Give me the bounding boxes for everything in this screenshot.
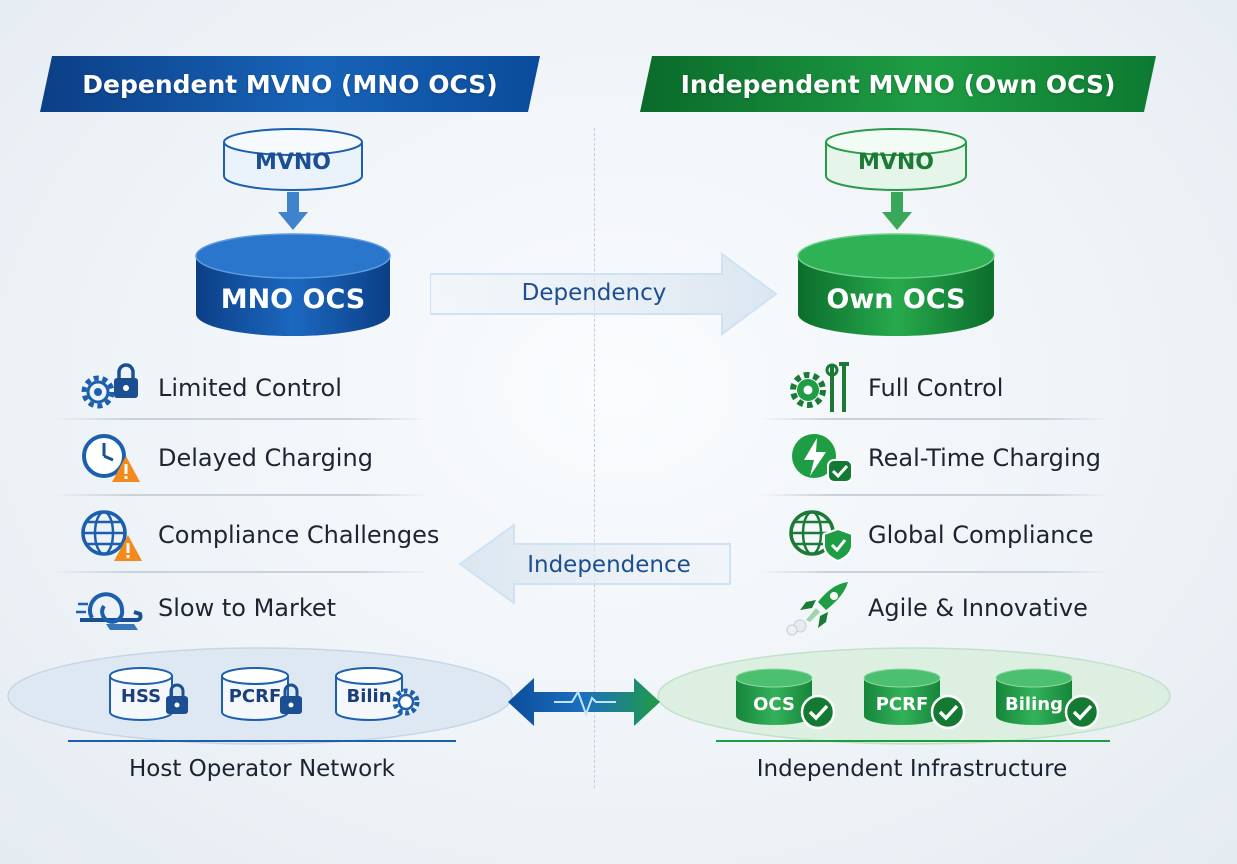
left-item-delayed-charging: Delayed Charging xyxy=(76,430,373,486)
ocs-node: OCS xyxy=(734,668,840,730)
left-item-compliance-challenges: Compliance Challenges xyxy=(76,507,439,563)
left-separator-1 xyxy=(52,418,430,420)
billing-right-node: Biling xyxy=(994,668,1104,730)
delayed-charging-label: Delayed Charging xyxy=(158,444,373,472)
full-control-label: Full Control xyxy=(868,374,1004,402)
own-ocs-cylinder xyxy=(797,233,995,336)
lightning-check-icon xyxy=(786,430,856,486)
own-ocs-node: Own OCS xyxy=(796,232,996,338)
pcrf-right-cylinder xyxy=(863,668,966,730)
dependency-label: Dependency xyxy=(521,280,667,306)
billing-left-label: Bilin xyxy=(346,686,392,707)
left-mvno-cylinder xyxy=(223,128,363,191)
mno-ocs-cylinder xyxy=(195,233,391,336)
real-time-charging-label: Real-Time Charging xyxy=(868,444,1102,472)
gear-tools-icon xyxy=(786,360,856,416)
compliance-challenges-label: Compliance Challenges xyxy=(158,521,440,549)
bidirectional-arrow xyxy=(508,678,660,726)
billing-right-cylinder xyxy=(995,668,1100,730)
right-separator-2 xyxy=(760,494,1110,496)
independence-arrow xyxy=(458,523,731,605)
right-item-global-compliance: Global Compliance xyxy=(786,507,1093,563)
gear-lock-icon xyxy=(76,360,146,416)
billing-right-label: Biling xyxy=(1005,694,1063,715)
center-divider xyxy=(594,128,595,788)
left-item-slow-to-market: Slow to Market xyxy=(76,580,336,636)
right-separator-1 xyxy=(760,418,1110,420)
pcrf-right-label: PCRF xyxy=(875,694,929,715)
hss-cylinder xyxy=(109,667,188,721)
snail-icon xyxy=(76,580,146,636)
right-item-real-time-charging: Real-Time Charging xyxy=(786,430,1101,486)
billing-left-cylinder xyxy=(335,667,420,721)
dependent-mvno-banner: Dependent MVNO (MNO OCS) xyxy=(40,56,540,112)
pcrf-left-node: PCRF xyxy=(220,666,306,724)
right-mvno-cylinder xyxy=(825,128,967,191)
limited-control-label: Limited Control xyxy=(158,374,342,402)
dependency-arrow xyxy=(430,252,778,336)
ocs-cylinder xyxy=(735,668,836,730)
left-mvno-node: MVNO xyxy=(222,126,364,192)
right-mvno-label: MVNO xyxy=(857,150,935,175)
rocket-icon xyxy=(786,580,856,636)
pcrf-right-node: PCRF xyxy=(862,668,968,730)
dependent-mvno-title: Dependent MVNO (MNO OCS) xyxy=(82,69,498,99)
own-ocs-label: Own OCS xyxy=(826,284,966,315)
right-item-full-control: Full Control xyxy=(786,360,1003,416)
left-separator-3 xyxy=(52,571,430,573)
independent-mvno-banner: Independent MVNO (Own OCS) xyxy=(640,56,1156,112)
independent-mvno-title: Independent MVNO (Own OCS) xyxy=(680,69,1116,99)
pcrf-left-label: PCRF xyxy=(228,686,282,707)
ocs-label: OCS xyxy=(753,694,795,715)
clock-warning-icon xyxy=(76,430,146,486)
hss-node: HSS xyxy=(108,666,194,724)
left-item-limited-control: Limited Control xyxy=(76,360,342,416)
left-mvno-label: MVNO xyxy=(254,150,332,175)
mno-ocs-node: MNO OCS xyxy=(194,232,392,338)
right-mvno-node: MVNO xyxy=(824,126,968,192)
agile-innovative-label: Agile & Innovative xyxy=(868,594,1088,622)
global-compliance-label: Global Compliance xyxy=(868,521,1094,549)
right-item-agile-innovative: Agile & Innovative xyxy=(786,580,1088,636)
globe-warning-icon xyxy=(76,507,146,563)
pcrf-left-cylinder xyxy=(221,667,302,721)
globe-shield-icon xyxy=(786,507,856,563)
mno-ocs-label: MNO OCS xyxy=(220,284,366,315)
left-separator-2 xyxy=(52,494,430,496)
right-down-arrow xyxy=(882,192,912,230)
host-network-caption: Host Operator Network xyxy=(129,756,395,782)
independent-infra-caption: Independent Infrastructure xyxy=(756,756,1068,782)
right-separator-3 xyxy=(760,571,1110,573)
billing-left-node: Bilin xyxy=(334,666,424,724)
independence-label: Independence xyxy=(527,552,691,578)
left-down-arrow xyxy=(278,192,308,230)
hss-label: HSS xyxy=(120,686,162,707)
slow-to-market-label: Slow to Market xyxy=(158,594,337,622)
